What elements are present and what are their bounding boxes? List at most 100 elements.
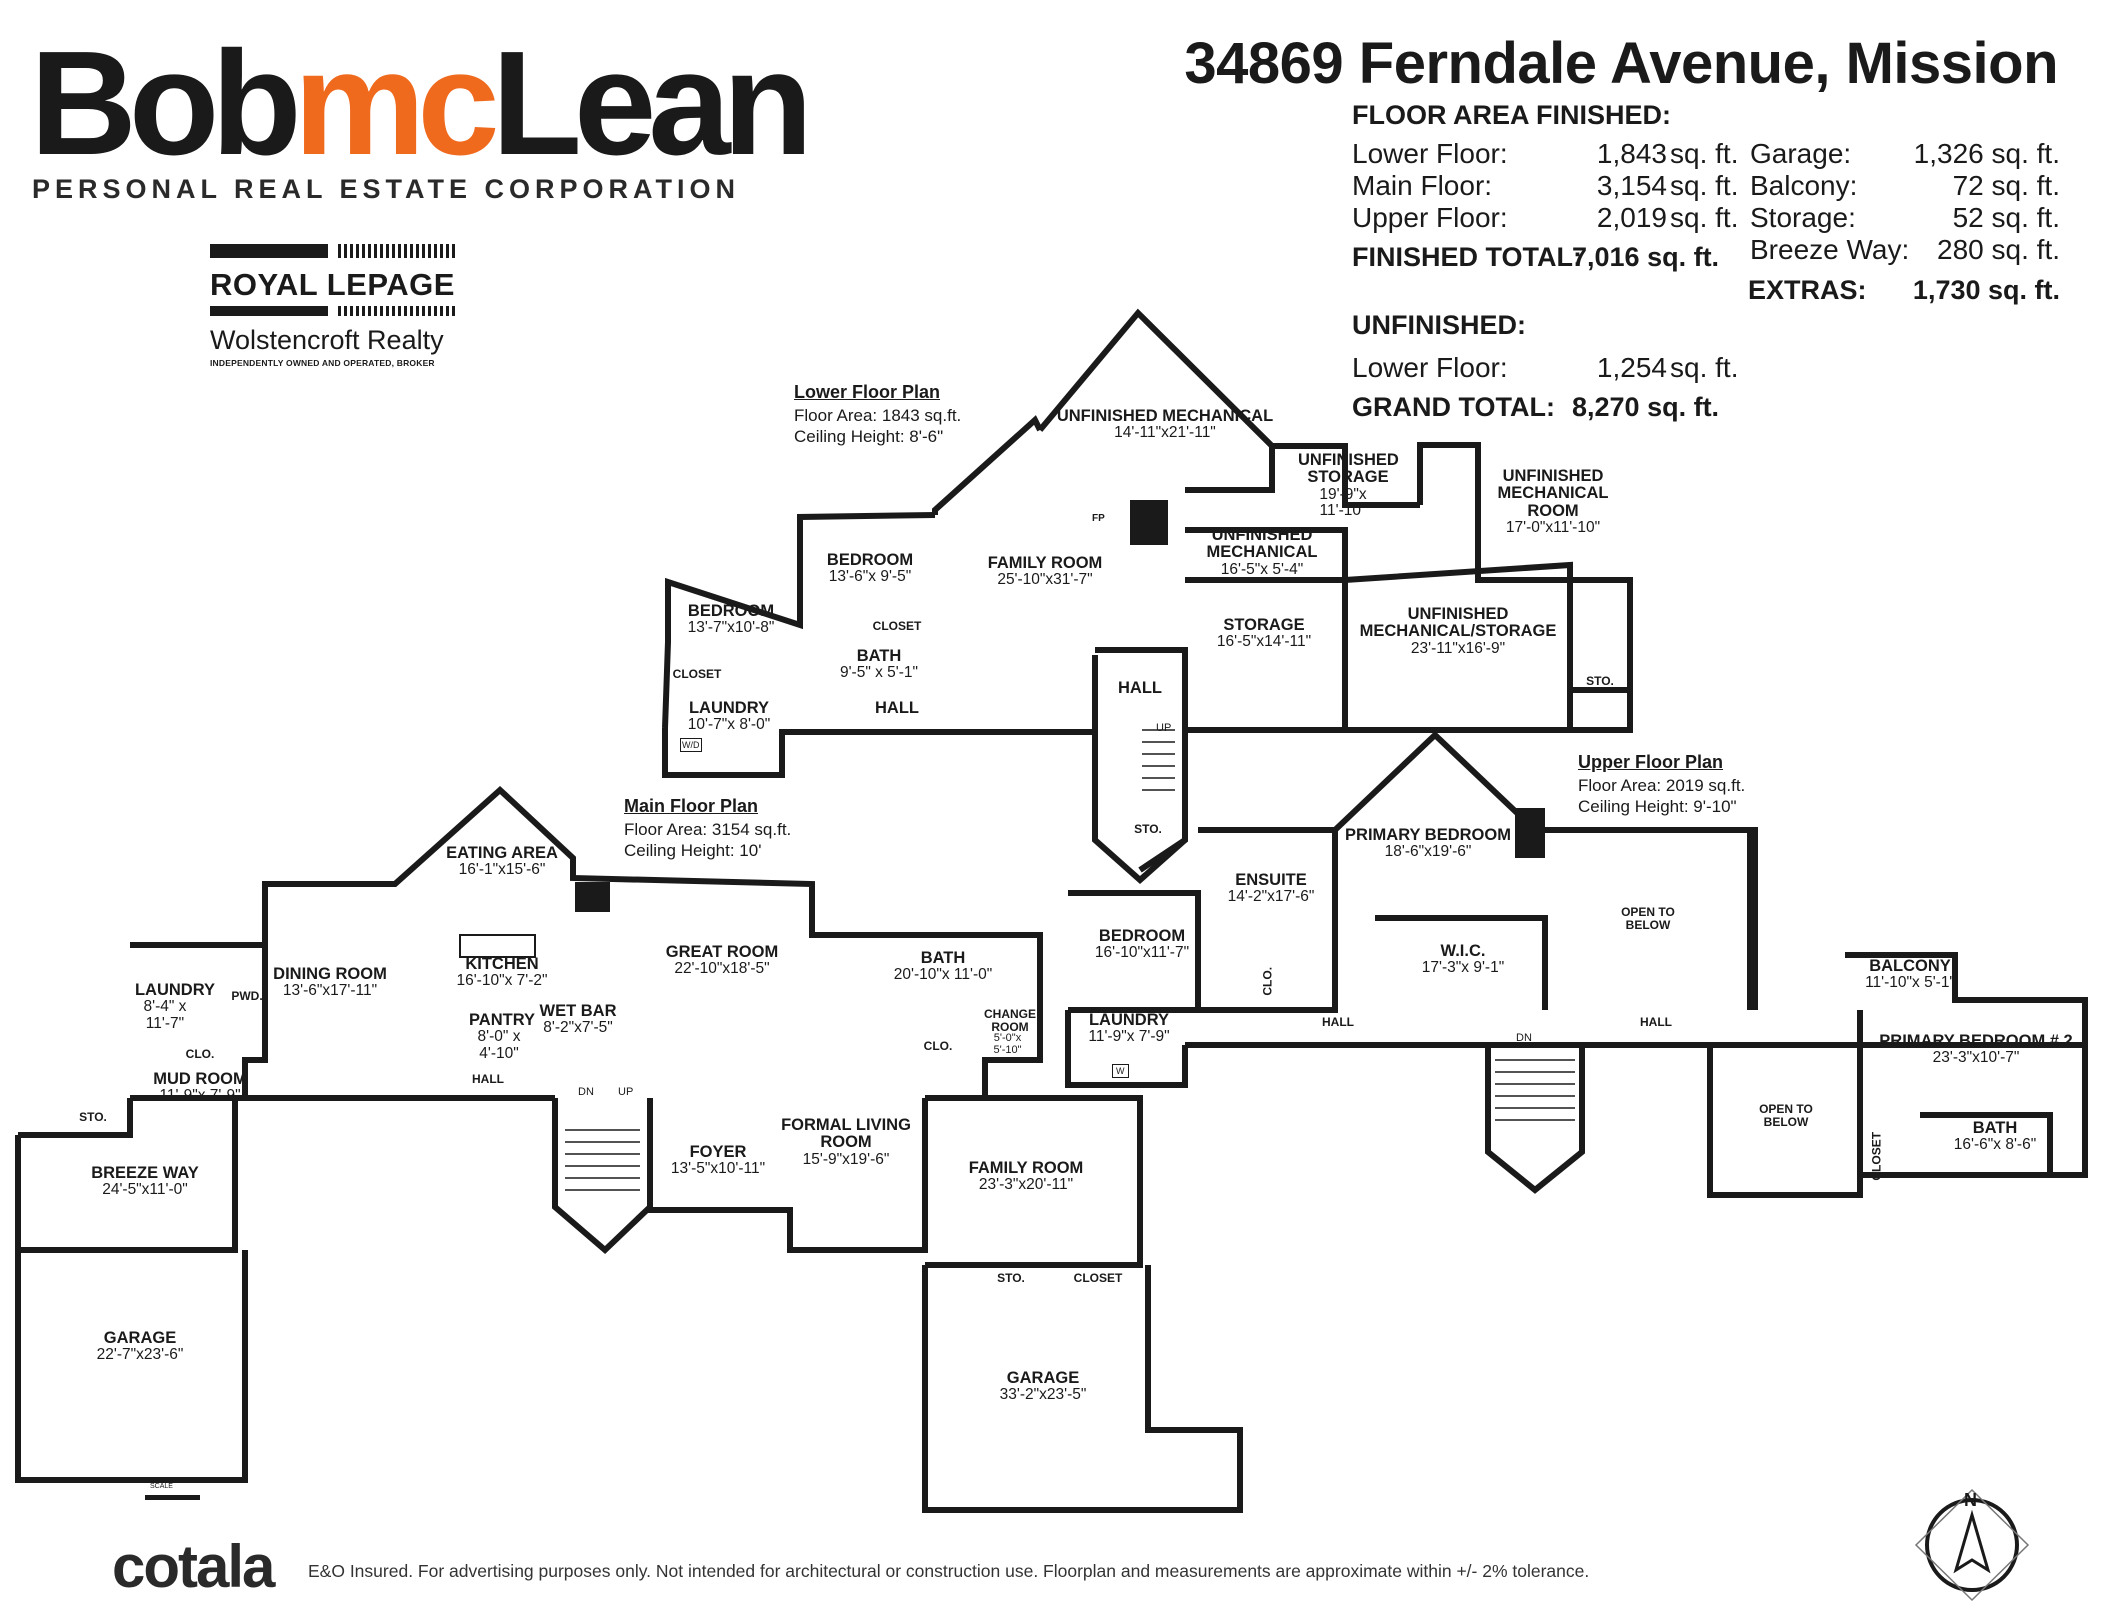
upper-bath-wall — [1920, 1112, 2053, 1175]
room-dim: 22'-10"x18'-5" — [674, 960, 770, 978]
room-dim: 23'-11"x16'-9" — [1410, 639, 1506, 657]
room-main-clo: CLO. — [186, 1048, 215, 1061]
room-name: UNFINISHED MECHANICAL/STORAGE — [1359, 605, 1557, 641]
lower-unf-mech-room-wall — [1417, 442, 1633, 690]
room-dim: 17'-0"x11'-10" — [1505, 518, 1601, 536]
room-dim: 33'-2"x23'-5" — [999, 1386, 1087, 1404]
brokerage-logo: ROYAL LEPAGE Wolstencroft Realty INDEPEN… — [210, 244, 460, 368]
room-name: CLOSET — [872, 619, 922, 633]
room-name: PRIMARY BEDROOM — [1345, 826, 1511, 844]
room-main-pwd: PWD. — [231, 990, 262, 1003]
room-name: GARAGE — [1006, 1369, 1080, 1387]
room-dim: 13'-6"x17'-11" — [282, 982, 378, 1000]
room-name: FORMAL LIVING ROOM — [781, 1116, 911, 1152]
lower-hall-stair-wall — [1092, 655, 1187, 885]
main-left-wall — [130, 888, 268, 1101]
main-stair-down-label: DN — [578, 1086, 594, 1098]
row-label: EXTRAS: — [1748, 275, 1867, 305]
room-upper-open1: OPEN TO BELOW — [1613, 906, 1683, 931]
lower-plan-ceiling: Ceiling Height: 8'-6" — [794, 427, 944, 446]
row-label: Upper Floor: — [1352, 202, 1508, 233]
room-name: CLOSET — [1869, 1131, 1884, 1181]
room-name: EATING AREA — [446, 844, 558, 862]
main-breeze-left — [15, 1098, 238, 1253]
room-upper-clo: CLO. — [1261, 967, 1275, 996]
room-main-sto2: STO. — [997, 1272, 1025, 1285]
brokerage-bar-icon — [210, 244, 328, 258]
upper-plan-ceiling: Ceiling Height: 9'-10" — [1578, 797, 1737, 816]
room-name: BREEZE WAY — [91, 1164, 199, 1182]
extras-row-balcony: Balcony: 72 sq. ft. — [1750, 170, 2060, 202]
grand-total-row: GRAND TOTAL: 8,270 sq. ft. — [1352, 392, 1719, 423]
room-name: UNFINISHED MECHANICAL — [1206, 526, 1318, 562]
room-dim: 18'-6"x19'-6" — [1384, 843, 1472, 861]
room-dim: 14'-11"x21'-11" — [1114, 424, 1216, 442]
lower-fireplace-block — [1130, 500, 1168, 545]
room-dim: 16'-10"x 7'-2" — [456, 972, 548, 990]
north-arrow-icon — [1914, 1488, 2030, 1602]
logo-part-2: mc — [293, 21, 500, 186]
row-value: 280 sq. ft. — [1937, 234, 2060, 265]
room-name: STORAGE — [1223, 616, 1305, 634]
lower-plan-title: Lower Floor Plan — [794, 382, 941, 402]
room-name: BEDROOM — [1098, 927, 1186, 945]
room-name: BATH — [920, 949, 966, 967]
room-dim: 13'-7"x10'-8" — [687, 619, 775, 637]
row-value: 2,019 — [1596, 202, 1667, 233]
room-dim: 8'-2"x7'-5" — [543, 1019, 613, 1037]
room-main-sto: STO. — [79, 1111, 107, 1124]
room-name: MUD ROOM — [153, 1070, 247, 1088]
row-label: Breeze Way: — [1750, 234, 1910, 265]
room-name: STO. — [1586, 674, 1614, 688]
room-dim: 16'-6"x 8'-6" — [1953, 1136, 2037, 1154]
lower-bedroom-wall — [662, 575, 803, 729]
room-lower-hall2: HALL — [1118, 679, 1162, 697]
room-dim: 11'-10"x 5'-1" — [1865, 974, 1955, 992]
disclaimer-text: E&O Insured. For advertising purposes on… — [308, 1561, 1590, 1581]
lower-unf-storage-wall — [1272, 443, 1420, 508]
room-dim: 19'-9"x 11'-10" — [1319, 485, 1367, 519]
room-dim: 10'-7"x 8'-0" — [687, 716, 771, 734]
room-name: FOYER — [689, 1143, 747, 1161]
main-fireplace-label: FP — [596, 900, 609, 911]
room-name: STO. — [997, 1271, 1025, 1285]
room-main-hall: HALL — [472, 1073, 504, 1086]
room-lower-closet1: CLOSET — [673, 668, 722, 681]
unfinished-row-lower: Lower Floor: 1,254 sq. ft. — [1352, 352, 1738, 384]
main-family-wall — [925, 1095, 1143, 1268]
room-name: CHANGE ROOM — [983, 1007, 1036, 1034]
main-breeze-wall — [18, 1098, 133, 1138]
row-unit: sq. ft. — [1670, 202, 1739, 233]
room-name: BALCONY — [1869, 957, 1951, 975]
room-name: LAUNDRY — [1088, 1011, 1170, 1029]
row-label: Garage: — [1750, 138, 1852, 169]
room-upper-open2: OPEN TO BELOW — [1751, 1103, 1821, 1128]
room-name: GARAGE — [103, 1329, 177, 1347]
extras-row-breezeway: Breeze Way: 280 sq. ft. — [1750, 234, 2060, 266]
washer-dryer-icon: W/D — [680, 738, 702, 752]
finished-row-upper: Upper Floor: 2,019 sq. ft. — [1352, 202, 1738, 234]
room-name: LAUNDRY — [134, 981, 216, 999]
main-foyer-wall — [647, 1098, 928, 1253]
room-name: CLO. — [923, 1039, 953, 1053]
room-dim: 22'-7"x23'-6" — [96, 1346, 184, 1364]
row-value: 72 sq. ft. — [1952, 170, 2060, 201]
room-name: HALL — [1322, 1015, 1354, 1029]
lower-bottom-wall — [662, 728, 1095, 778]
